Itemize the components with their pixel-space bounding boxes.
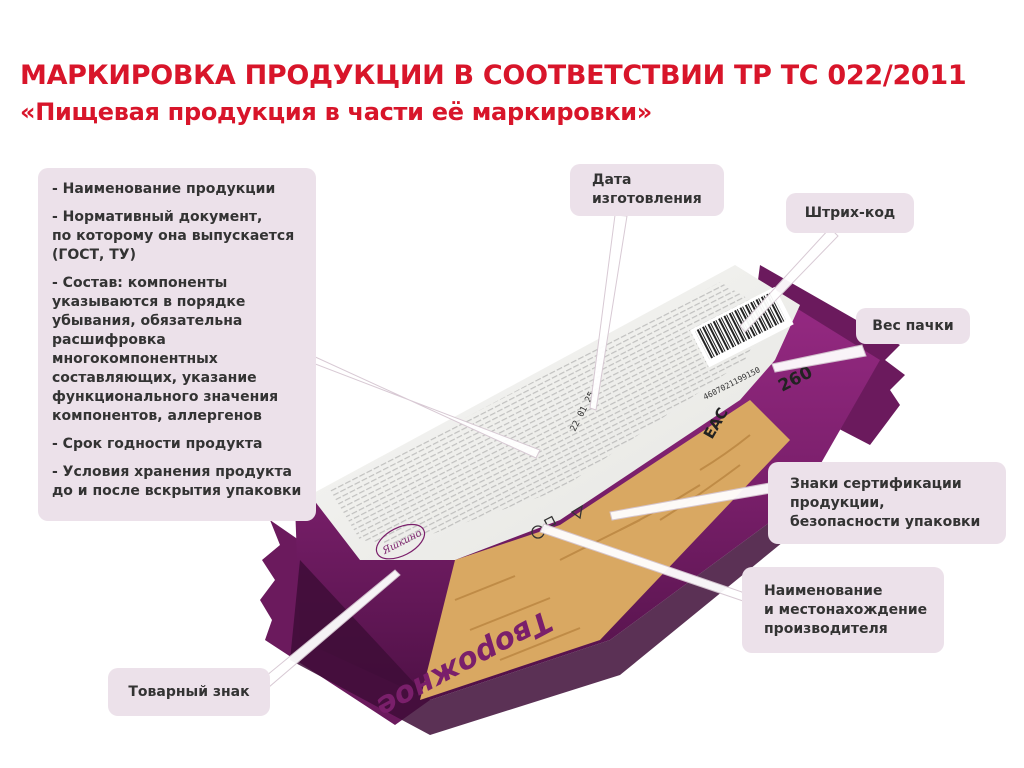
callout-item-composition: - Состав: компоненты указываются в поряд… [52,275,279,424]
callout-manufacturer: Наименование и местонахождение производи… [742,567,944,653]
page-title-line-2: «Пищевая продукция в части её маркировки… [20,98,652,126]
callout-trademark: Товарный знак [108,668,270,716]
callout-item-storage: - Условия хранения продукта до и после в… [52,464,302,499]
leader-weight [771,344,867,373]
callout-item-shelf-life: - Срок годности продукта [52,436,263,452]
safety-symbols [531,504,583,539]
leader-barcode [739,227,839,333]
callout-manufacture-date: Дата изготовления [570,164,724,216]
leader-lines [254,214,867,694]
callout-product-info: - Наименование продукции - Нормативный д… [38,168,316,521]
callout-weight: Вес пачки [856,308,970,344]
page-title-line-1: МАРКИРОВКА ПРОДУКЦИИ В СООТВЕТСТВИИ ТР Т… [20,60,967,91]
callout-certification: Знаки сертификации продукции, безопаснос… [768,462,1006,544]
callout-barcode: Штрих-код [786,193,914,233]
callout-item-product-name: - Наименование продукции [52,181,276,197]
callout-item-normative-doc: - Нормативный документ, по которому она … [52,209,295,263]
